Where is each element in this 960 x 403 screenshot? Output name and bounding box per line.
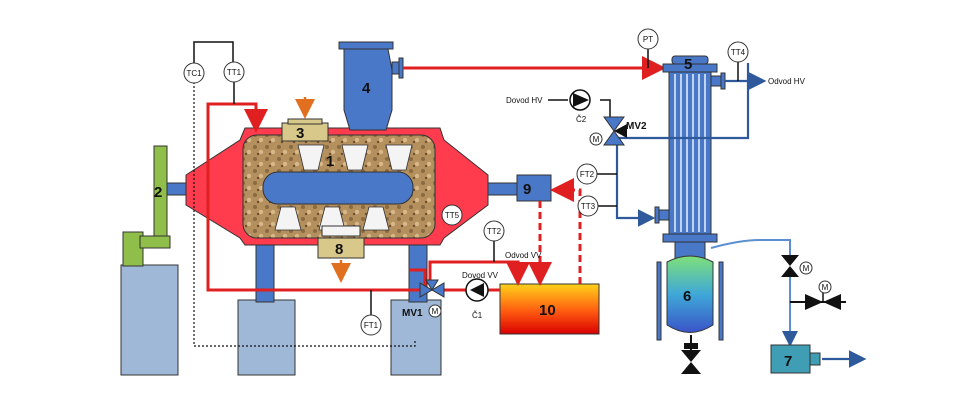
motor-base xyxy=(120,264,179,376)
label-10: 10 xyxy=(539,302,556,319)
instrument-tt2: TT2 xyxy=(483,220,505,242)
instrument-tt1: TT1 xyxy=(223,61,245,83)
condenser-in-flange xyxy=(654,206,660,224)
mv1-motor-label: M xyxy=(432,307,439,316)
tank-6 xyxy=(666,255,714,333)
svg-text:FT1: FT1 xyxy=(364,321,379,330)
valve-mv2[interactable] xyxy=(603,116,627,146)
vent-motor-label: M xyxy=(803,264,810,273)
svg-text:PT: PT xyxy=(643,35,653,44)
cooling-supply xyxy=(615,138,656,227)
hot-oil-branch xyxy=(410,268,427,290)
pump2-to-valve xyxy=(600,99,611,118)
dryer-paddles xyxy=(274,144,413,231)
svg-text:TC1: TC1 xyxy=(186,69,202,78)
condenser-bottom-flange xyxy=(662,233,718,243)
label-9: 9 xyxy=(523,181,531,198)
vacuum-motor-label: M xyxy=(822,283,829,292)
vacuum-valve-left[interactable] xyxy=(805,294,823,310)
instrument-ft1: FT1 xyxy=(360,314,382,336)
svg-text:TT4: TT4 xyxy=(731,48,746,57)
odvod-vv-label: Odvod VV xyxy=(505,251,542,260)
tank-leg-left xyxy=(656,261,662,341)
component-9 xyxy=(516,174,552,202)
instrument-tt4: TT4 xyxy=(727,41,749,63)
instrument-pt: PT xyxy=(637,28,659,50)
mv2-label: MV2 xyxy=(626,121,647,132)
vent-valve-bottom xyxy=(781,266,799,277)
condenser-out-nozzle xyxy=(710,75,722,87)
tc1-tt1-link xyxy=(193,41,234,63)
cooling-return xyxy=(617,63,750,140)
vent-valve-top[interactable] xyxy=(781,255,799,266)
mv1-label: MV1 xyxy=(402,308,423,319)
mv1-motor xyxy=(428,304,442,318)
label-7: 7 xyxy=(784,353,792,370)
label-4: 4 xyxy=(362,80,371,97)
tc1-control-line xyxy=(193,82,416,347)
tank-drain-actuator xyxy=(684,343,698,349)
condenser-in-nozzle xyxy=(658,209,670,221)
discharge-8 xyxy=(317,237,365,259)
mv2-motor-label: M xyxy=(593,135,600,144)
instrument-tt5: TT5 xyxy=(441,204,463,226)
vacuum-valve-motor xyxy=(818,280,832,294)
dryer-leg-left xyxy=(255,239,275,303)
dovod-hv-label: Dovod HV xyxy=(506,96,543,105)
instrument-tc1: TC1 xyxy=(183,62,205,84)
svg-text:TT3: TT3 xyxy=(581,202,596,211)
motor-leg xyxy=(122,231,144,267)
label-1: 1 xyxy=(326,153,334,170)
vacuum-pump-7-outlet xyxy=(809,352,821,366)
valve-mv1[interactable] xyxy=(419,279,445,298)
pump-c2-arrow xyxy=(573,93,589,107)
feeder-3 xyxy=(281,122,329,142)
label-3: 3 xyxy=(296,125,304,142)
svg-text:FT2: FT2 xyxy=(580,170,595,179)
odvod-hv-label: Odvod HV xyxy=(768,77,806,86)
mv2-motor xyxy=(589,132,603,146)
hot-oil-return xyxy=(428,260,530,286)
label-2: 2 xyxy=(154,184,162,201)
discharge-8-top xyxy=(321,225,361,237)
pump-c1-arrow xyxy=(470,283,484,297)
tank-drain-valve-bottom xyxy=(681,362,701,374)
vent-valve-motor xyxy=(799,261,813,275)
dryer-base-left xyxy=(237,299,296,376)
label-5: 5 xyxy=(684,56,692,73)
svg-text:TT1: TT1 xyxy=(227,68,242,77)
tank-drain-valve-top[interactable] xyxy=(681,350,701,362)
vacuum-valve-right xyxy=(823,294,841,310)
dome-4 xyxy=(343,48,393,131)
dome-4-nozzle-flange xyxy=(398,57,404,79)
instrument-tt3: TT3 xyxy=(577,195,599,217)
condenser-tubes xyxy=(674,74,706,232)
vent-line xyxy=(710,239,791,255)
dovod-vv-label: Dovod VV xyxy=(462,271,499,280)
condenser-out-flange xyxy=(720,72,726,90)
hot-oil-supply xyxy=(206,102,420,292)
svg-text:TT2: TT2 xyxy=(487,227,502,236)
feeder-3-top xyxy=(287,118,323,125)
label-6: 6 xyxy=(683,288,691,305)
dryer-rotor xyxy=(262,171,414,205)
svg-text:TT5: TT5 xyxy=(445,211,460,220)
dashed-10-to-9 xyxy=(550,178,582,284)
label-8: 8 xyxy=(335,241,343,258)
dome-4-flange xyxy=(338,41,394,50)
pump-c2-label: Č2 xyxy=(576,115,587,124)
pump-c1-label: Č1 xyxy=(472,311,483,320)
instrument-ft2: FT2 xyxy=(576,163,598,185)
tank-leg-right xyxy=(718,261,724,341)
motor-coupling xyxy=(139,235,171,249)
